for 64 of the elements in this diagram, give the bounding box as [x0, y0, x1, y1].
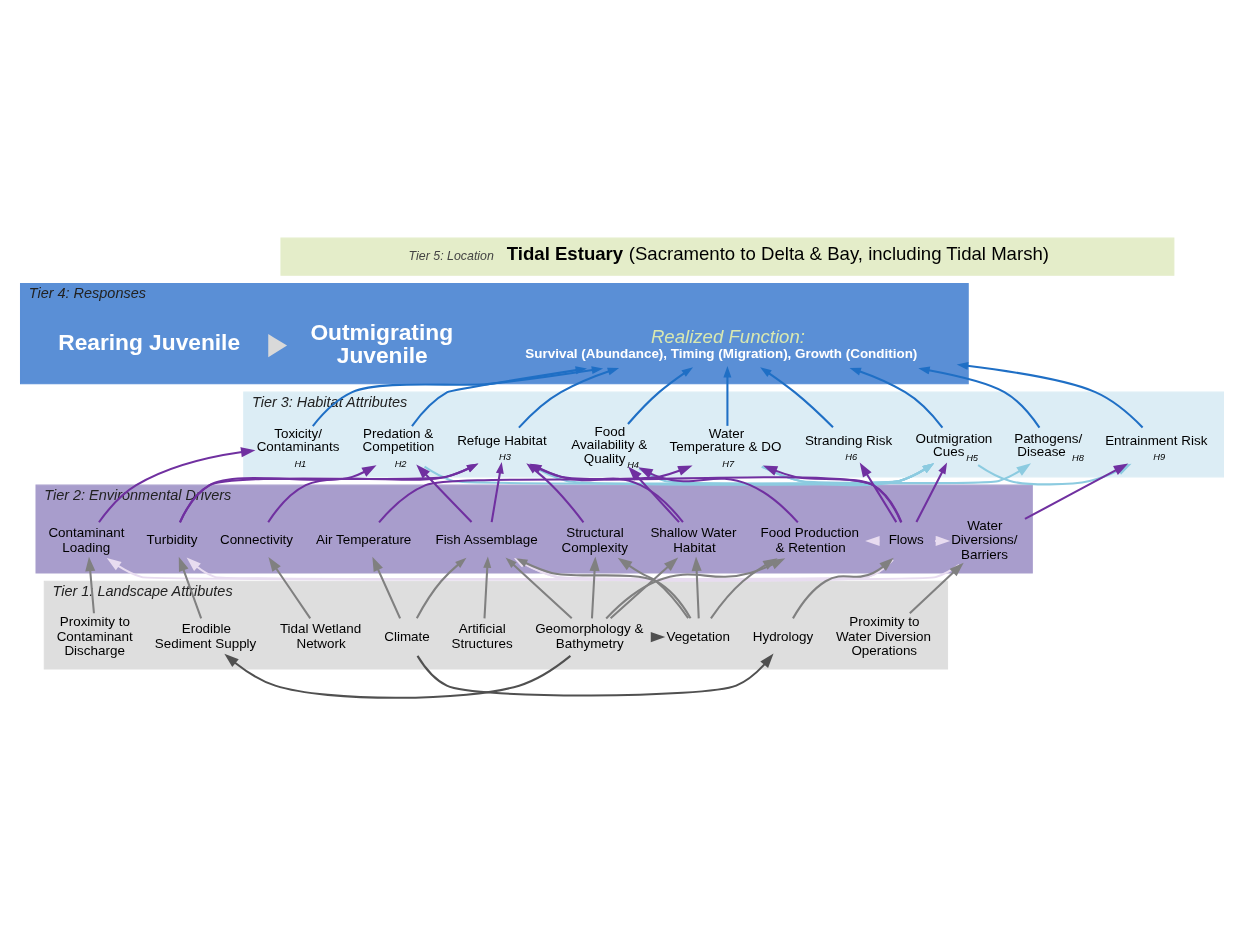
arrow — [411, 365, 587, 427]
arrow — [312, 365, 604, 427]
arrow — [505, 556, 573, 619]
arrow — [483, 555, 492, 618]
arrow — [849, 367, 944, 428]
node-text: Fish Assemblage — [435, 531, 538, 547]
node-text: Rearing Juvenile — [58, 328, 241, 355]
node-text: Climate — [384, 628, 430, 644]
node-text: Realized Function: Survival (Abundance), Timing (Migration), Growth (Condition) — [525, 325, 918, 361]
arrow — [691, 555, 702, 618]
node-text: Structural Complexity — [561, 524, 628, 555]
node-text: Artificial Structures — [451, 620, 513, 651]
node-text: Hydrology — [752, 628, 814, 644]
arrow — [760, 366, 834, 428]
node-text: Flows — [888, 531, 924, 547]
arrow — [956, 361, 1144, 428]
node-text: Food Production & Retention — [760, 524, 859, 555]
arrow — [761, 462, 935, 486]
arrow — [723, 365, 732, 426]
node-text: Outmigration Cues$_{H5}$ — [915, 430, 993, 463]
arrow — [617, 557, 690, 619]
arrow — [909, 562, 964, 614]
node-text: Water Diversions/ Barriers — [951, 517, 1018, 562]
arrow — [516, 557, 692, 619]
arrow — [918, 366, 1041, 428]
arrow — [224, 653, 572, 699]
arrow — [372, 556, 402, 619]
arrow — [178, 556, 203, 619]
arrow — [490, 461, 504, 522]
arrow — [627, 366, 694, 425]
arrow — [179, 463, 479, 523]
arrow — [638, 462, 935, 485]
node-text: Pathogens/ Disease $_{H8}$ — [1014, 430, 1084, 463]
arrow — [609, 557, 679, 619]
node-text: Connectivity — [219, 531, 294, 547]
arrow — [518, 367, 620, 428]
node-text: Shallow Water Habitat — [650, 524, 737, 555]
arrow — [179, 464, 377, 523]
node-text: Air Temperature — [316, 531, 412, 547]
arrow — [267, 463, 479, 523]
node-text: Geomorphology & Bathymetry — [535, 620, 644, 651]
arrow — [589, 555, 600, 618]
arrow — [85, 556, 96, 613]
arrow — [761, 462, 1032, 484]
node-text: Food Availability & Quality$_{H4}$ — [571, 423, 648, 470]
arrow — [416, 464, 473, 523]
node-text: Erodible Sediment Supply — [154, 620, 257, 651]
node-text: Proximity to Contaminant Discharge — [56, 613, 133, 658]
arrow — [638, 466, 799, 523]
node-box: Tier 5: Location Tidal Estuary (Sacramento to Delta & Bay, including Tidal Marsh) — [280, 237, 1175, 276]
arrow — [268, 556, 312, 619]
arrow — [859, 462, 898, 523]
arrow — [415, 557, 467, 619]
arrow — [416, 653, 774, 697]
node-text: Vegetation — [666, 628, 730, 644]
node-text: Tidal Wetland Network — [279, 620, 362, 651]
arrow — [915, 461, 948, 523]
arrow — [628, 465, 680, 523]
node-text: Proximity to Water Diversion Operations — [835, 613, 931, 658]
arrow — [710, 557, 778, 619]
node-text: Outmigrating Juvenile — [310, 318, 454, 368]
node-text: Turbidity — [146, 531, 198, 547]
node-text: Contaminant Loading — [48, 524, 125, 555]
arrow — [792, 557, 894, 619]
